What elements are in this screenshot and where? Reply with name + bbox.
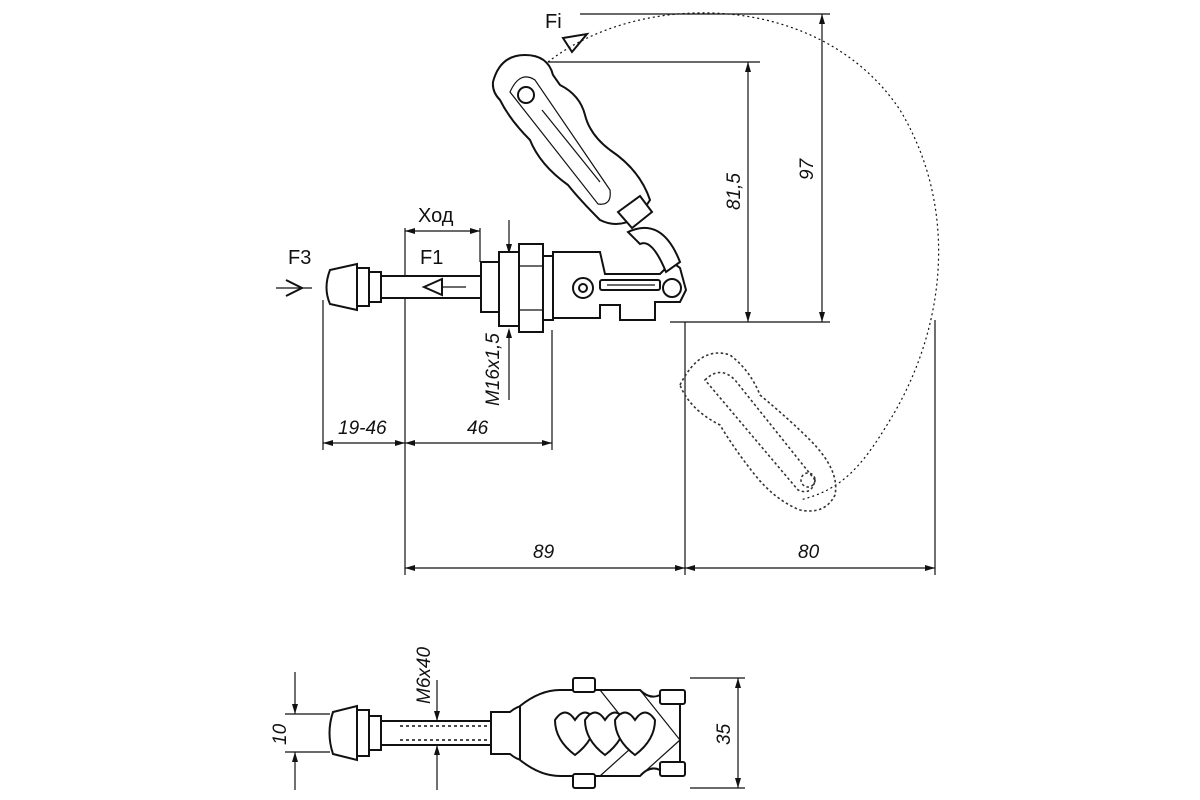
label-f1: F1 xyxy=(420,247,443,269)
label-stroke: Ход xyxy=(418,205,454,227)
dimension-lines xyxy=(323,14,935,571)
label-thread-m16: M16x1,5 xyxy=(483,333,504,406)
lock-nut xyxy=(498,251,520,327)
clamp-top-view xyxy=(285,672,745,790)
label-fi: Fi xyxy=(545,11,562,33)
dim-10: 10 xyxy=(270,723,291,745)
dim-19-46: 19-46 xyxy=(338,418,387,439)
dim-97: 97 xyxy=(797,157,818,180)
dim-80: 80 xyxy=(798,542,820,563)
dim-35: 35 xyxy=(714,723,735,745)
link-arm xyxy=(626,226,682,274)
dim-89: 89 xyxy=(533,542,555,563)
clamp-side-view xyxy=(276,53,688,333)
dim-81-5: 81,5 xyxy=(724,173,745,210)
f3-arrow xyxy=(285,279,305,297)
fi-arrow xyxy=(561,32,590,54)
handle xyxy=(491,53,652,225)
handle-swing-arc xyxy=(547,12,940,501)
dim-46: 46 xyxy=(467,418,489,439)
handle-open-position xyxy=(679,352,837,512)
spindle-tip xyxy=(325,262,358,312)
label-thread-m6: M6x40 xyxy=(414,647,435,704)
label-f3: F3 xyxy=(288,247,311,269)
hex-nut xyxy=(518,243,544,333)
